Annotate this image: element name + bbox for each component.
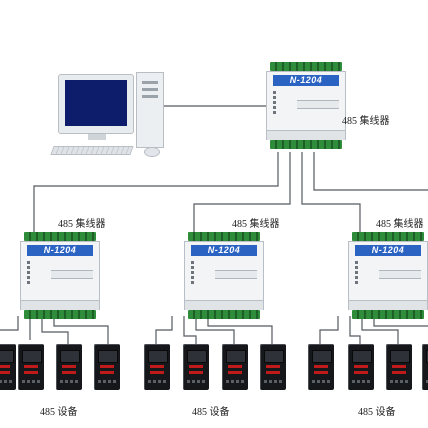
- hub-model: N-1204: [273, 75, 339, 86]
- 485-device-icon: [422, 344, 428, 390]
- device-group-label: 485 设备: [192, 407, 230, 418]
- 485-device-icon: [144, 344, 170, 390]
- device-group-label: 485 设备: [40, 407, 78, 418]
- wire-hub2-dev: [0, 316, 109, 344]
- hub-model: N-1204: [355, 245, 421, 256]
- device-group-label: 485 设备: [358, 407, 396, 418]
- 485-device-icon: [348, 344, 374, 390]
- 485-device-icon: [386, 344, 412, 390]
- hub-label: 485 集线器: [376, 219, 424, 230]
- 485-device-icon: [18, 344, 44, 390]
- hub-model: N-1204: [27, 245, 93, 256]
- terminal-bottom: [270, 140, 342, 149]
- 485-hub-main: N-1204: [266, 62, 346, 158]
- tower: [136, 72, 164, 148]
- hub-model: N-1204: [191, 245, 257, 256]
- 485-hub-right: N-1204: [348, 232, 428, 328]
- monitor-screen: [65, 80, 127, 126]
- hub-label: 485 集线器: [232, 219, 280, 230]
- wire-branch-4: [313, 152, 428, 191]
- wire-branch-3: [301, 152, 361, 232]
- wire-main-trunk: [33, 152, 279, 232]
- 485-device-icon: [94, 344, 120, 390]
- hub-leds: [273, 89, 291, 116]
- keyboard: [50, 146, 134, 155]
- hub-label: 485 集线器: [58, 219, 106, 230]
- 485-device-icon: [0, 344, 16, 390]
- hub-label: 485 集线器: [342, 116, 390, 127]
- mouse: [144, 147, 160, 157]
- monitor-stand: [88, 134, 106, 140]
- computer-icon: [50, 72, 172, 162]
- 485-device-icon: [260, 344, 286, 390]
- wire-hub4-dev: [319, 316, 428, 344]
- terminal-top: [270, 62, 342, 71]
- 485-device-icon: [56, 344, 82, 390]
- wire-hub3-dev: [155, 316, 273, 344]
- 485-device-icon: [308, 344, 334, 390]
- monitor: [58, 74, 134, 134]
- 485-hub-center: N-1204: [184, 232, 264, 328]
- 485-hub-left: N-1204: [20, 232, 100, 328]
- 485-device-icon: [183, 344, 209, 390]
- hub-body: N-1204: [266, 71, 346, 131]
- wire-branch-2: [193, 152, 291, 232]
- 485-device-icon: [222, 344, 248, 390]
